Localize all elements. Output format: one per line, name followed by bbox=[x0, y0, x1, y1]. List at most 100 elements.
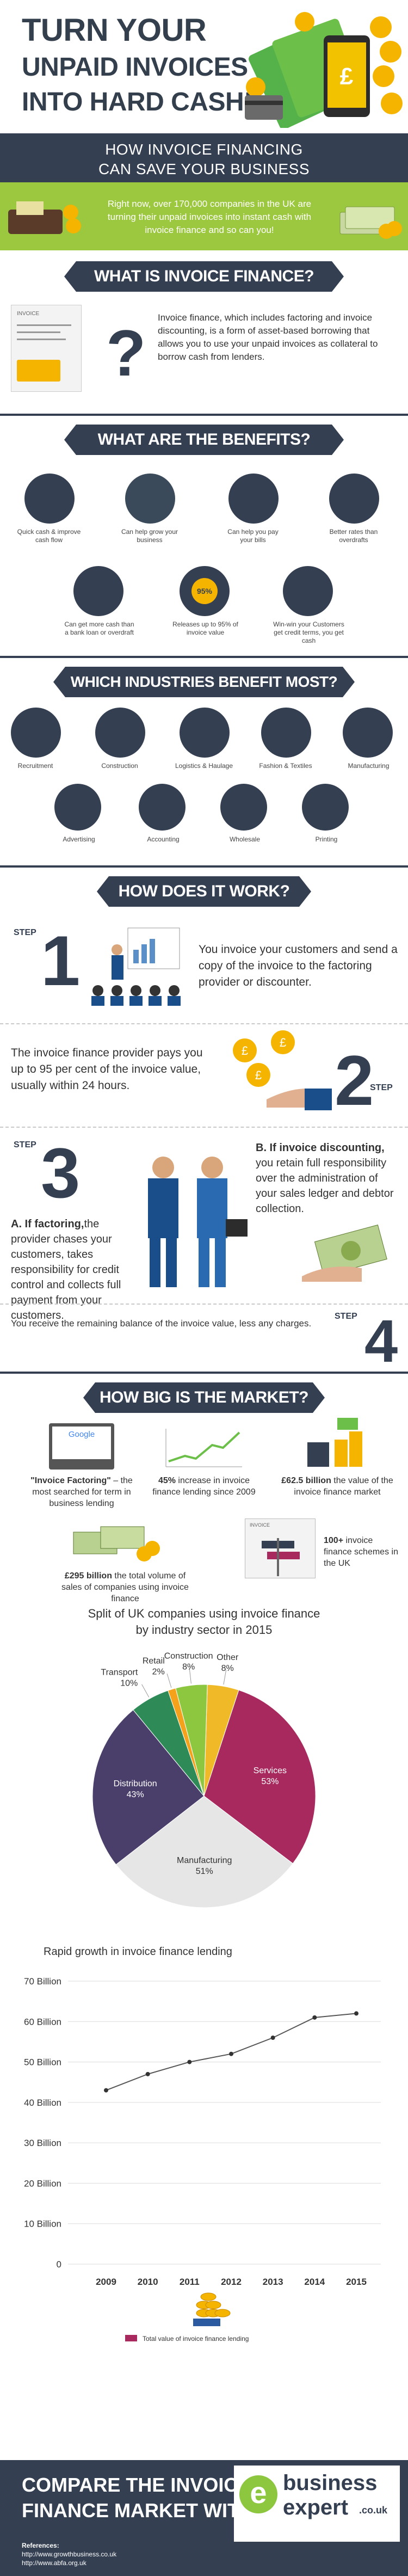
accounting-icon bbox=[139, 784, 186, 831]
presentation-illustration bbox=[91, 927, 181, 1006]
stat-volume: £295 billion the total volume of sales o… bbox=[54, 1570, 196, 1604]
industry-label: Manufacturing bbox=[348, 762, 390, 770]
step-label: STEP bbox=[335, 1312, 357, 1321]
step-3a-heading: A. If factoring, bbox=[11, 1218, 84, 1230]
logo-domain: .co.uk bbox=[359, 2505, 388, 2516]
cash-flow-icon bbox=[24, 474, 75, 524]
y-tick-label: 0 bbox=[57, 2259, 61, 2270]
percent-icon: 95% bbox=[180, 566, 230, 616]
logo-word-expert: expert bbox=[283, 2495, 349, 2519]
y-tick-label: 50 Billion bbox=[24, 2057, 61, 2068]
handshake-icon bbox=[283, 566, 333, 616]
pay-bills-icon bbox=[228, 474, 279, 524]
subtitle: HOW INVOICE FINANCING CAN SAVE YOUR BUSI… bbox=[98, 141, 310, 177]
data-point bbox=[270, 2036, 275, 2040]
svg-text:£: £ bbox=[255, 1068, 262, 1082]
subtitle-band: HOW INVOICE FINANCING CAN SAVE YOUR BUSI… bbox=[0, 133, 408, 182]
logo-word-business: business bbox=[283, 2471, 378, 2495]
pie-value-label: 51% bbox=[196, 1867, 213, 1876]
printing-icon bbox=[302, 784, 349, 831]
businessmen-illustration bbox=[148, 1157, 248, 1287]
wholesale-icon bbox=[220, 784, 267, 831]
pie-value-label: 8% bbox=[182, 1663, 195, 1672]
divider bbox=[0, 1023, 408, 1024]
benefit-label: Win-win your Customers get credit terms,… bbox=[273, 620, 344, 644]
what-is-text: Invoice finance, which includes factorin… bbox=[158, 312, 378, 362]
coin-pile-icon bbox=[193, 2292, 231, 2326]
header: TURN YOUR UNPAID INVOICES INTO HARD CASH… bbox=[0, 0, 408, 133]
more-cash-icon bbox=[73, 566, 123, 616]
step-4-text: You receive the remaining balance of the… bbox=[11, 1318, 312, 1329]
intro-band: Right now, over 170,000 companies in the… bbox=[0, 182, 408, 250]
step-label: STEP bbox=[370, 1083, 393, 1092]
step-3b-body: you retain full responsibility over the … bbox=[256, 1157, 394, 1215]
invoice-doc-icon: INVOICE bbox=[11, 305, 82, 392]
pie-label: Construction bbox=[164, 1652, 213, 1661]
divider bbox=[0, 1372, 408, 1374]
step-number: 3 bbox=[41, 1133, 81, 1213]
legend-label: Total value of invoice finance lending bbox=[143, 2335, 249, 2343]
business-expert-logo[interactable]: e business expert .co.uk bbox=[234, 2466, 400, 2542]
stat-rest: invoice finance schemes in the UK bbox=[324, 1536, 398, 1568]
industry-label: Logistics & Haulage bbox=[175, 762, 233, 770]
monitor-icon: Google bbox=[49, 1423, 114, 1470]
pie-label: Other bbox=[217, 1653, 239, 1662]
title-line-1: TURN YOUR bbox=[22, 13, 207, 48]
logistics-icon bbox=[180, 708, 230, 758]
svg-text:£: £ bbox=[340, 63, 354, 90]
google-logo: Google bbox=[52, 1427, 111, 1459]
pie-leader-line bbox=[141, 1684, 150, 1698]
market-heading: HOW BIG IS THE MARKET? bbox=[83, 1382, 325, 1413]
grow-business-icon bbox=[125, 474, 175, 524]
industry-label: Printing bbox=[315, 835, 338, 843]
divider bbox=[0, 865, 408, 868]
pie-chart: Other8%Services53%Manufacturing51%Distri… bbox=[92, 1652, 316, 1908]
x-tick-label: 2009 bbox=[96, 2277, 116, 2287]
step-3a-text: A. If factoring,the provider chases your… bbox=[11, 1216, 125, 1323]
pie-label: Services bbox=[254, 1766, 287, 1775]
data-point bbox=[104, 2088, 108, 2093]
construction-icon bbox=[95, 708, 145, 758]
benefit-label: Releases up to 95% of invoice value bbox=[172, 620, 238, 636]
line-chart-title: Rapid growth in invoice finance lending bbox=[44, 1946, 232, 1958]
step-label: STEP bbox=[14, 1140, 36, 1149]
step-3a-body: the provider chases your customers, take… bbox=[11, 1218, 121, 1321]
legend-swatch bbox=[125, 2335, 137, 2341]
coins-cash-icon bbox=[339, 206, 402, 239]
divider bbox=[0, 1127, 408, 1128]
pie-value-label: 8% bbox=[221, 1664, 234, 1673]
divider bbox=[0, 656, 408, 658]
stat-search: "Invoice Factoring" – the most searched … bbox=[24, 1475, 139, 1509]
industry-label: Fashion & Textiles bbox=[259, 762, 312, 770]
references-heading: References: bbox=[22, 2542, 59, 2549]
step-number: 2 bbox=[335, 1041, 374, 1120]
benefit-label: Better rates than overdrafts bbox=[329, 528, 378, 544]
x-tick-label: 2014 bbox=[304, 2277, 325, 2287]
pie-slice-construction bbox=[175, 1684, 208, 1797]
stat-bold: 100+ bbox=[324, 1536, 344, 1545]
step-2-text: The invoice finance provider pays you up… bbox=[11, 1047, 203, 1092]
stat-bold: 45% bbox=[158, 1476, 176, 1485]
x-tick-label: 2010 bbox=[138, 2277, 158, 2287]
reference-link[interactable]: http://www.abfa.org.uk bbox=[22, 2559, 86, 2567]
data-point bbox=[354, 2011, 358, 2016]
pie-value-label: 10% bbox=[120, 1679, 138, 1688]
y-tick-label: 10 Billion bbox=[24, 2219, 61, 2229]
industries-heading: WHICH INDUSTRIES BENEFIT MOST? bbox=[53, 667, 355, 697]
title-line-3: INTO HARD CASH! bbox=[22, 88, 252, 116]
pie-slice-services bbox=[203, 1689, 316, 1864]
benefit-label: Can get more cash than a bank loan or ov… bbox=[64, 620, 134, 636]
question-mark-icon: ? bbox=[106, 317, 146, 390]
hand-coins-illustration: £ £ £ bbox=[233, 1030, 332, 1110]
reference-link[interactable]: http://www.growthbusiness.co.uk bbox=[22, 2550, 117, 2558]
stat-rest: the value of the invoice finance market bbox=[294, 1476, 393, 1497]
benefits-heading: WHAT ARE THE BENEFITS? bbox=[64, 425, 344, 455]
pie-title: Split of UK companies using invoice fina… bbox=[0, 1606, 408, 1638]
pie-leader-line bbox=[223, 1670, 227, 1685]
advertising-icon bbox=[54, 784, 101, 831]
pie-label: Distribution bbox=[114, 1779, 157, 1788]
stat-bold: £295 billion bbox=[64, 1571, 112, 1581]
footer-line-2: FINANCE MARKET WITH bbox=[22, 2499, 254, 2522]
better-rates-icon bbox=[329, 474, 379, 524]
